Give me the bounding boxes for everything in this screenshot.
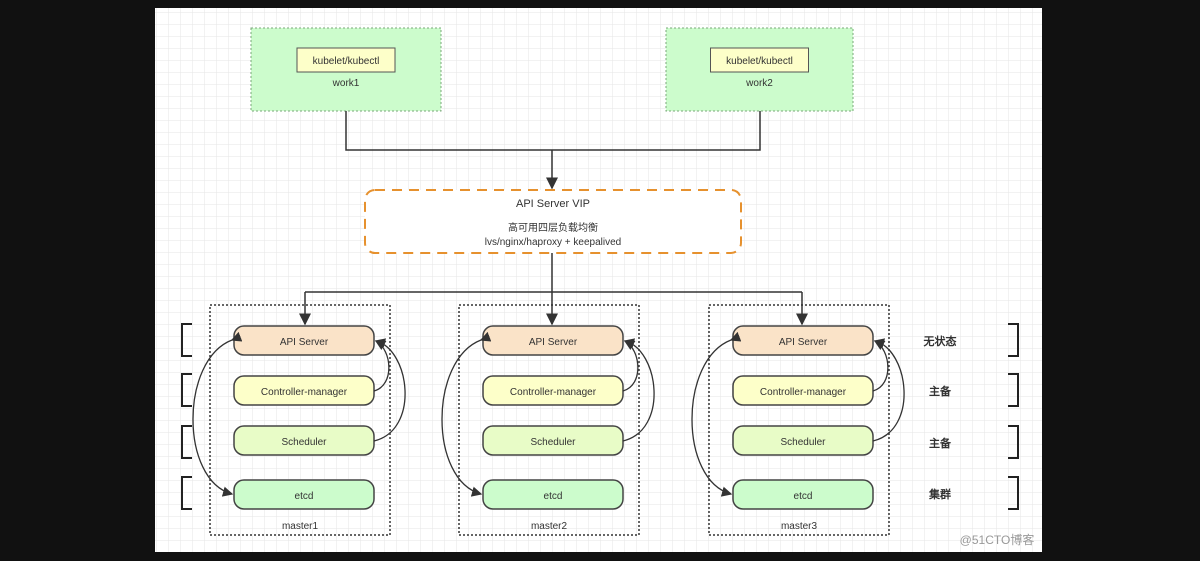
component-label: Controller-manager <box>510 387 597 398</box>
vip-line1: 高可用四层负载均衡 <box>508 221 598 234</box>
master-label: master3 <box>781 521 818 532</box>
component-label: API Server <box>529 337 578 348</box>
master-label: master1 <box>282 521 319 532</box>
master-node-2: master2 API ServerController-managerSched… <box>441 304 655 536</box>
worker-label: work2 <box>745 78 773 89</box>
master-label: master2 <box>531 521 568 532</box>
component-label: etcd <box>295 491 314 502</box>
role-label: 无状态 <box>923 334 957 348</box>
flow-arrow <box>373 338 406 442</box>
role-label: 集群 <box>928 487 951 501</box>
flow-arrow <box>622 338 655 442</box>
component-label: Scheduler <box>530 437 576 448</box>
flow-arrow <box>691 331 742 497</box>
bracket-left <box>181 476 192 510</box>
vip-box: API Server VIP 高可用四层负载均衡 lvs/nginx/hapro… <box>364 189 742 254</box>
kubelet-box <box>710 47 809 73</box>
vip-title: API Server VIP <box>516 198 590 210</box>
kubelet-box <box>296 47 396 73</box>
vip-line2: lvs/nginx/haproxy + keepalived <box>485 237 621 248</box>
worker-node-1: kubelet/kubectl work1 <box>250 27 442 112</box>
role-label: 主备 <box>929 384 952 398</box>
bracket-right <box>1008 476 1019 510</box>
role-label: 主备 <box>929 436 952 450</box>
master-node-1: master1 API ServerController-managerSched… <box>192 304 406 536</box>
bracket-left <box>181 373 192 407</box>
kubelet-label: kubelet/kubectl <box>313 56 380 67</box>
connectors <box>299 111 808 326</box>
component-label: etcd <box>544 491 563 502</box>
kubelet-label: kubelet/kubectl <box>726 56 793 67</box>
flow-arrow <box>872 338 905 442</box>
component-label: API Server <box>280 337 329 348</box>
component-label: Controller-manager <box>760 387 847 398</box>
bracket-left <box>181 323 192 357</box>
component-label: etcd <box>794 491 813 502</box>
flow-arrow <box>441 331 492 497</box>
component-label: Scheduler <box>780 437 826 448</box>
component-label: Scheduler <box>281 437 327 448</box>
flow-arrow <box>192 331 243 497</box>
watermark: @51CTO博客 <box>960 532 1035 547</box>
master-node-3: master3 API ServerController-managerSched… <box>691 304 905 536</box>
bracket-right <box>1008 425 1019 459</box>
component-label: API Server <box>779 337 828 348</box>
bracket-right <box>1008 373 1019 407</box>
worker-label: work1 <box>332 78 360 89</box>
worker-node-2: kubelet/kubectl work2 <box>665 27 854 112</box>
bracket-right <box>1008 323 1019 357</box>
bracket-left <box>181 425 192 459</box>
component-label: Controller-manager <box>261 387 348 398</box>
